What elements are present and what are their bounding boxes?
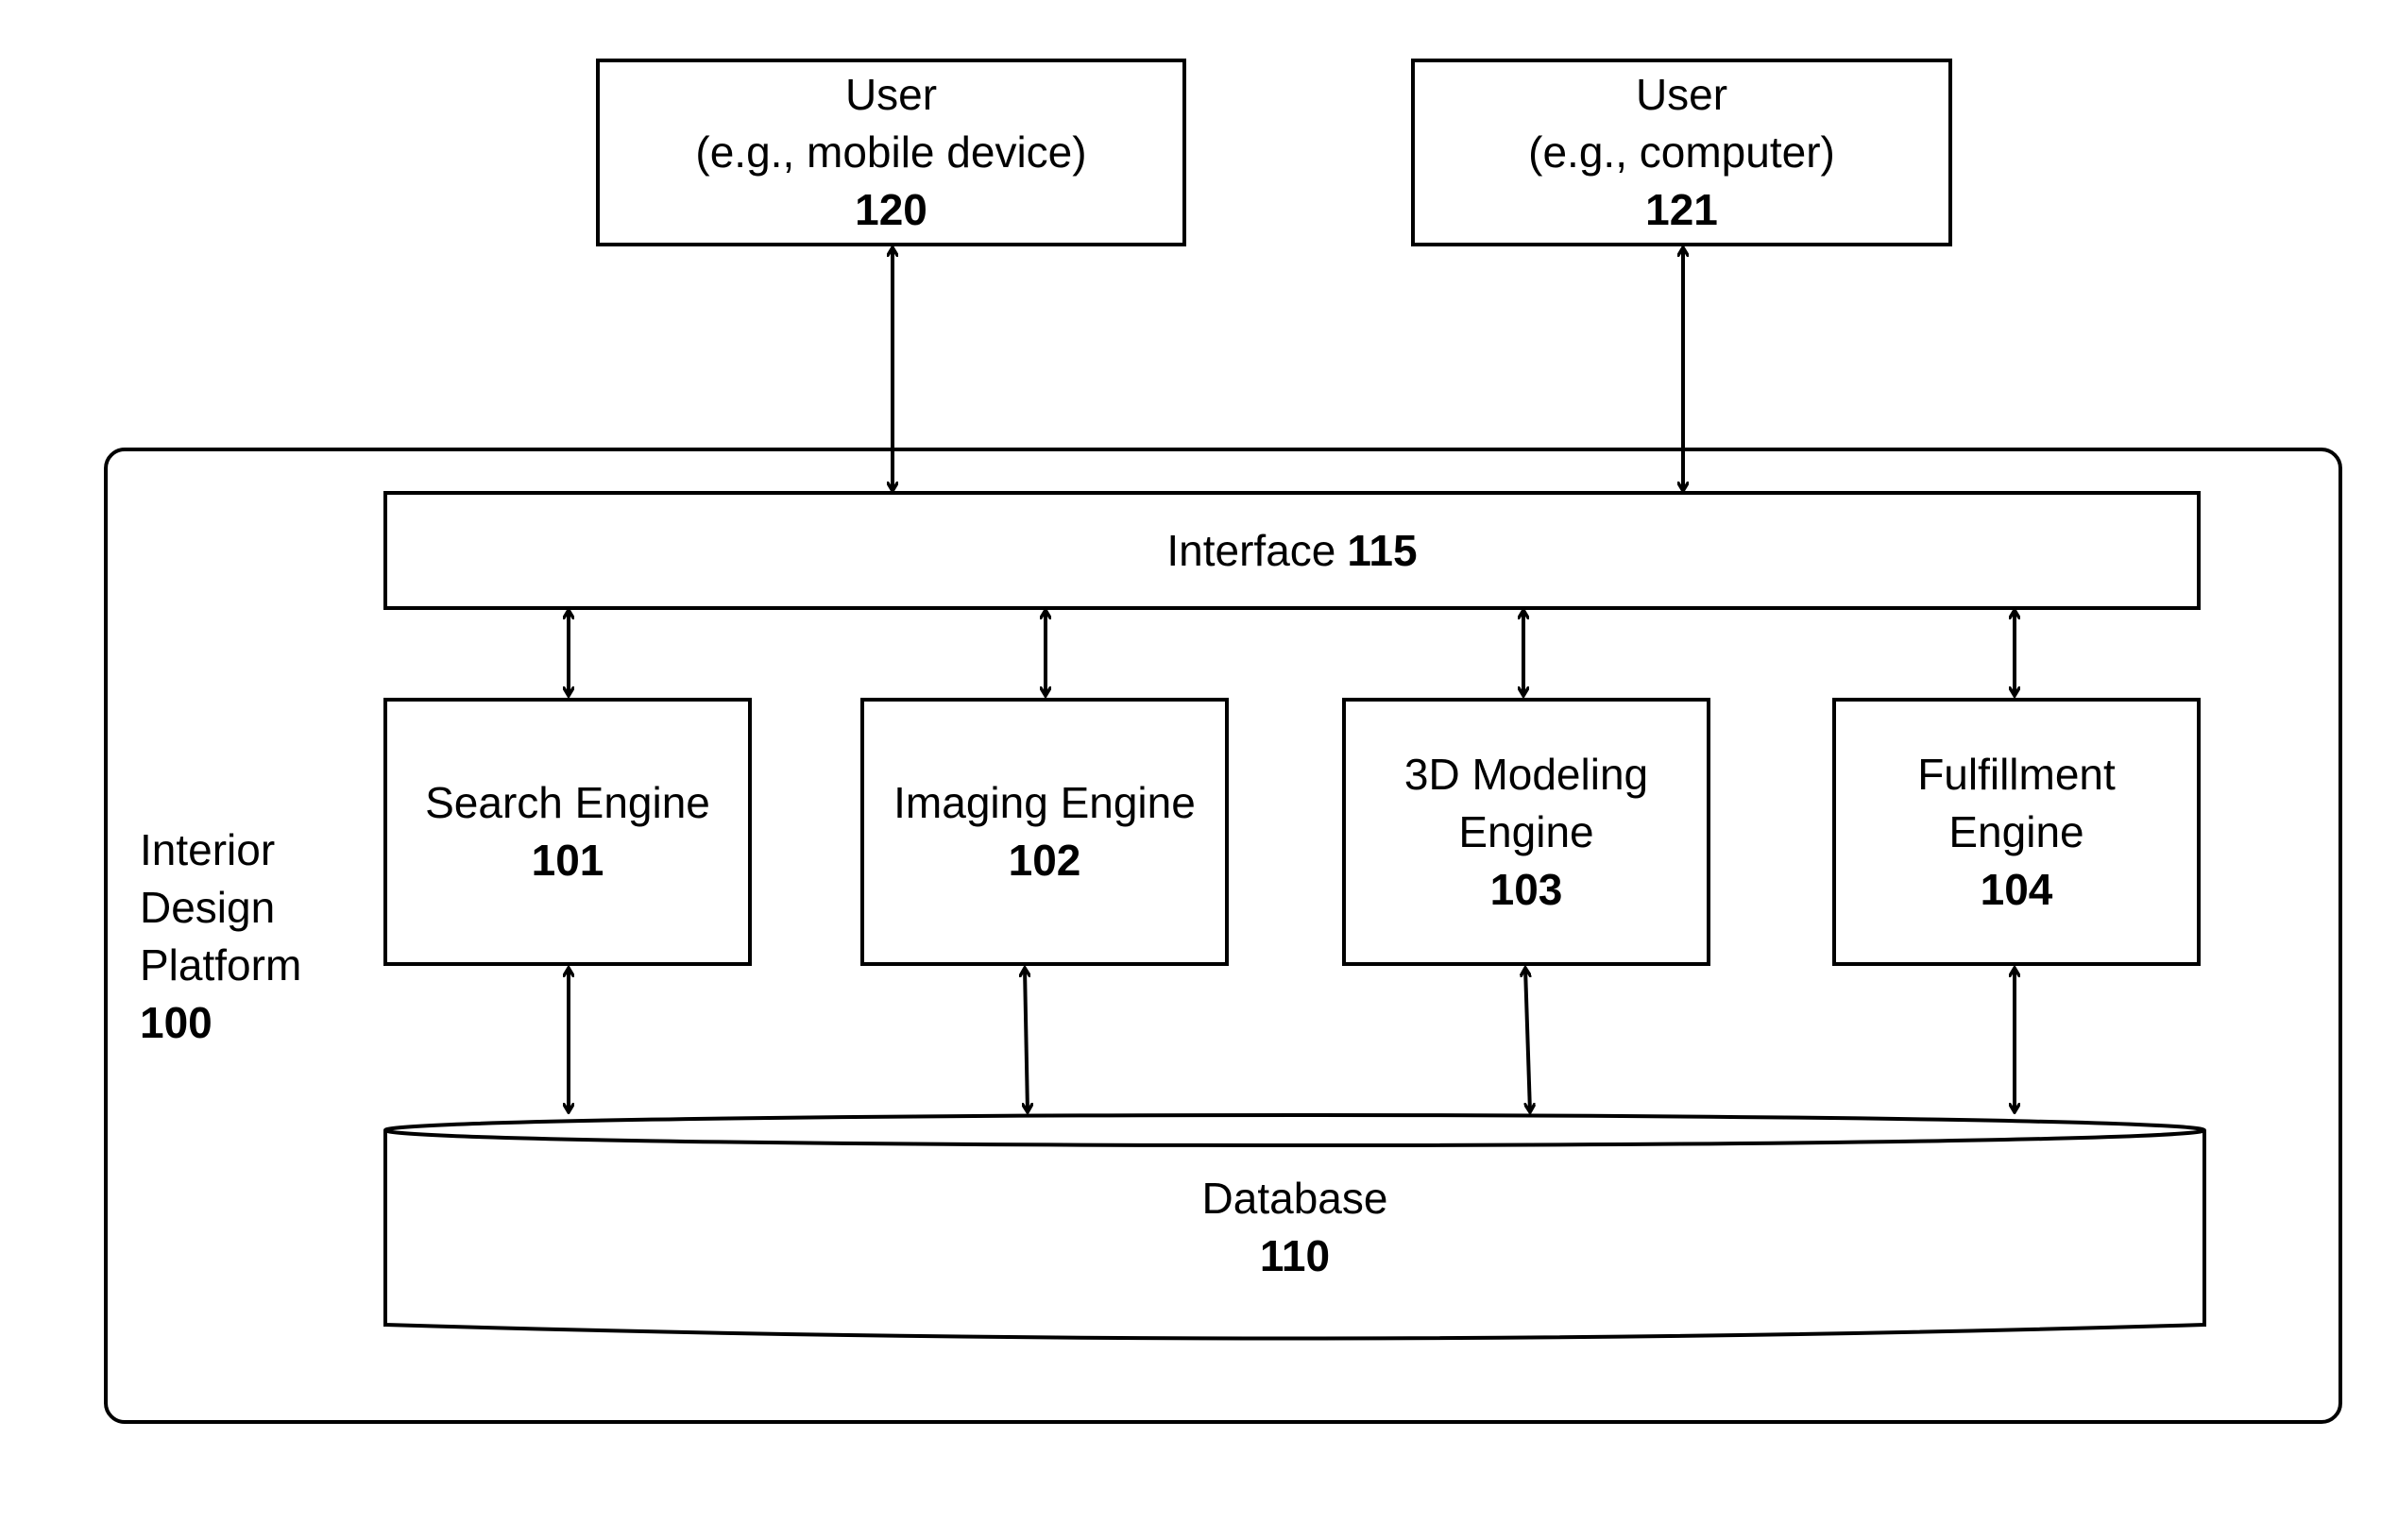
search-engine-number: 101 [532,832,604,889]
3d-modeling-engine-label-line-1: 3D Modeling [1404,746,1648,804]
3d-modeling-engine-box: 3D Modeling Engine 103 [1342,698,1710,966]
imaging-engine-box: Imaging Engine 102 [860,698,1229,966]
fulfillment-engine-box: Fulfillment Engine 104 [1832,698,2201,966]
interface-box: Interface 115 [383,491,2201,610]
platform-label-line-3: Platform [140,937,301,994]
search-engine-box: Search Engine 101 [383,698,752,966]
user-120-title: User [845,66,937,124]
database-number: 110 [1260,1227,1330,1285]
interface-label: Interface [1166,522,1335,580]
user-120-description: (e.g., mobile device) [695,124,1086,181]
search-engine-label: Search Engine [425,774,710,832]
user-121-number: 121 [1645,181,1718,239]
imaging-engine-number: 102 [1009,832,1081,889]
fulfillment-engine-label-line-1: Fulfillment [1917,746,2116,804]
imaging-engine-label: Imaging Engine [893,774,1196,832]
platform-label-line-2: Design [140,879,301,937]
fulfillment-engine-label-line-2: Engine [1948,804,2083,861]
database-label-group: Database 110 [385,1157,2204,1298]
user-121-description: (e.g., computer) [1528,124,1835,181]
database-label: Database [1202,1170,1388,1227]
interface-number: 115 [1347,522,1417,580]
interface-label-row: Interface 115 [1166,522,1417,580]
user-121-title: User [1636,66,1727,124]
3d-modeling-engine-label-line-2: Engine [1458,804,1593,861]
platform-number: 100 [140,994,301,1052]
3d-modeling-engine-number: 103 [1490,861,1563,919]
user-computer-box: User (e.g., computer) 121 [1411,59,1952,246]
platform-label-line-1: Interior [140,821,301,879]
fulfillment-engine-number: 104 [1981,861,2053,919]
user-120-number: 120 [855,181,927,239]
platform-label: Interior Design Platform 100 [140,821,301,1052]
user-mobile-device-box: User (e.g., mobile device) 120 [596,59,1186,246]
